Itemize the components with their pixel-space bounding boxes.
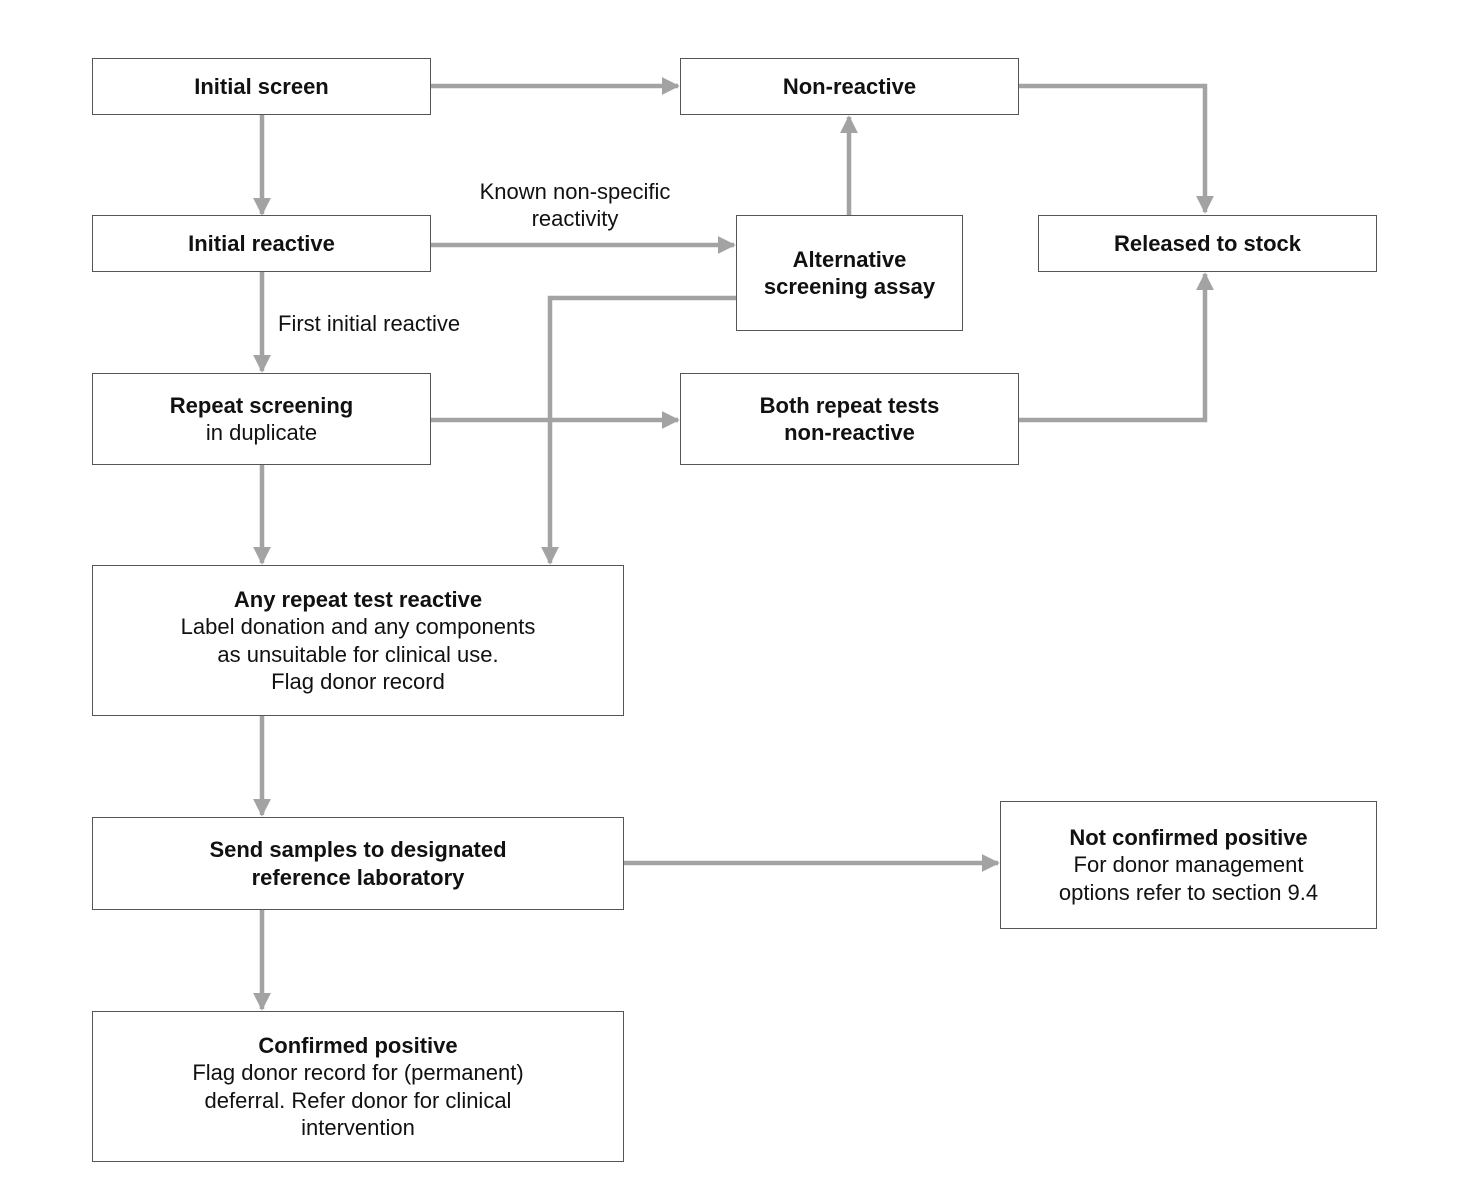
node-released-to-stock: Released to stock — [1038, 215, 1377, 272]
node-confirmed-line-2: Flag donor record for (permanent) — [192, 1060, 524, 1085]
node-send-samples-line-2: reference laboratory — [251, 864, 465, 890]
node-any-repeat-line-1: Any repeat test reactive — [233, 586, 483, 612]
edge-label-first-initial-reactive: First initial reactive — [278, 311, 461, 336]
node-confirmed-line-4: intervention — [301, 1115, 415, 1140]
node-repeat-screening: Repeat screening in duplicate — [92, 373, 431, 465]
node-any-repeat-line-4: Flag donor record — [271, 669, 445, 694]
node-alternative-assay-line-2: screening assay — [763, 274, 936, 299]
edge-label-known-non-specific-line-1: Known non-specific — [479, 179, 671, 204]
arrow-both-non-reactive-to-released — [1019, 272, 1214, 423]
node-send-samples: Send samples to designated reference lab… — [92, 817, 624, 910]
node-alternative-screening-assay: Alternative screening assay — [736, 215, 963, 331]
node-not-confirmed-line-2: For donor management — [1073, 852, 1304, 878]
node-not-confirmed-line-1: Not confirmed positive — [1069, 824, 1308, 850]
node-initial-screen-label: Initial screen — [194, 73, 329, 99]
node-repeat-screening-line-1: Repeat screening — [169, 392, 354, 418]
node-any-repeat-line-3: as unsuitable for clinical use. — [217, 641, 499, 667]
node-confirmed-line-3: deferral. Refer donor for clinical — [204, 1087, 512, 1113]
node-send-samples-line-1: Send samples to designated — [209, 837, 507, 862]
node-both-repeat-tests-non-reactive: Both repeat tests non-reactive — [680, 373, 1019, 465]
node-released-to-stock-label: Released to stock — [1113, 230, 1302, 256]
node-non-reactive-label: Non-reactive — [782, 73, 917, 99]
edge-label-known-non-specific: Known non-specific reactivity — [455, 178, 695, 232]
node-both-repeat-line-1: Both repeat tests — [759, 392, 940, 418]
node-confirmed-positive: Confirmed positive Flag donor record for… — [92, 1011, 624, 1162]
node-not-confirmed-line-3: options refer to section 9.4 — [1058, 879, 1319, 905]
node-any-repeat-line-2: Label donation and any components — [180, 614, 536, 639]
node-initial-reactive-label: Initial reactive — [188, 230, 335, 256]
node-non-reactive: Non-reactive — [680, 58, 1019, 115]
node-not-confirmed-positive: Not confirmed positive For donor managem… — [1000, 801, 1377, 929]
arrow-alternative-assay-to-any-repeat-reactive — [541, 295, 736, 565]
node-alternative-assay-line-1: Alternative — [792, 246, 907, 272]
edge-label-known-non-specific-line-2: reactivity — [531, 206, 619, 231]
node-initial-screen: Initial screen — [92, 58, 431, 115]
node-any-repeat-test-reactive: Any repeat test reactive Label donation … — [92, 565, 624, 716]
arrow-non-reactive-to-released — [1019, 83, 1214, 214]
node-repeat-screening-line-2: in duplicate — [205, 420, 318, 445]
node-both-repeat-line-2: non-reactive — [784, 420, 915, 445]
node-initial-reactive: Initial reactive — [92, 215, 431, 272]
node-confirmed-line-1: Confirmed positive — [258, 1032, 458, 1058]
